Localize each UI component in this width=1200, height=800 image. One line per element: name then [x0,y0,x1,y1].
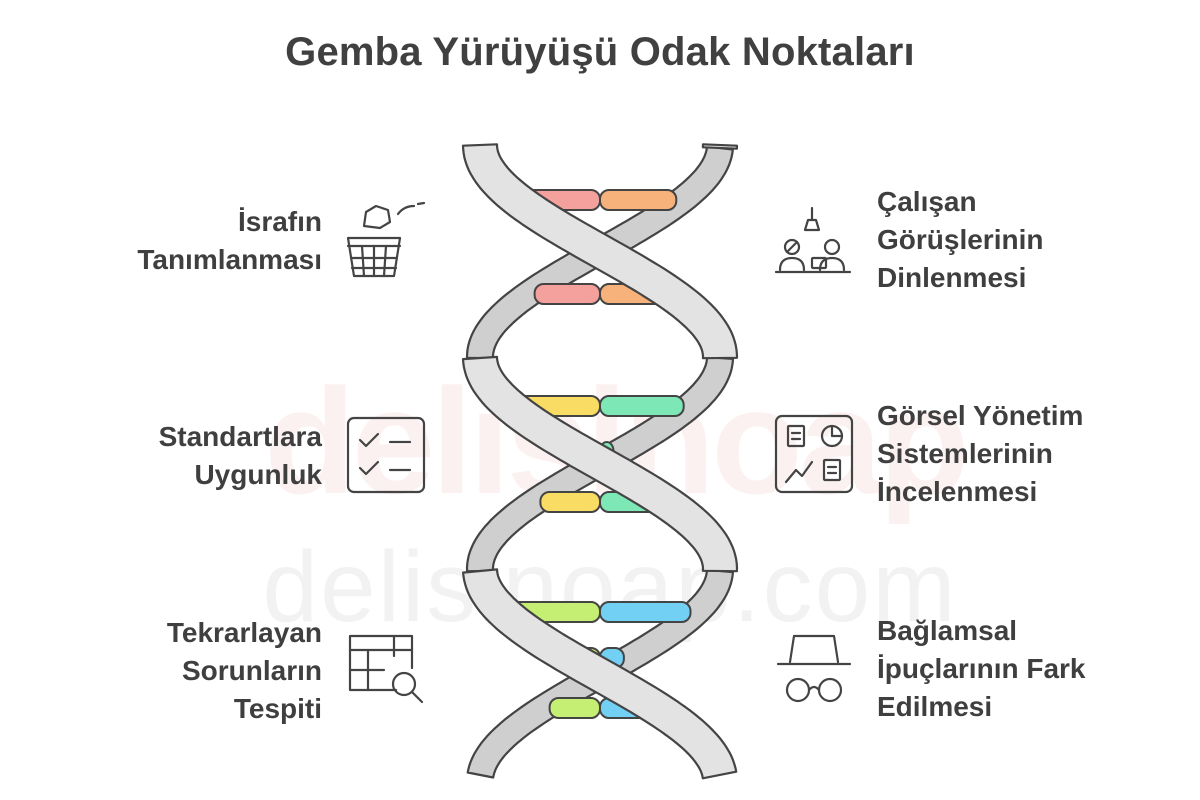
dna-strand-a-segment [461,143,739,360]
table-search-icon [348,634,424,704]
label-standartlar: Standartlara Uygunluk [158,421,322,490]
base-pair-1-2-left [539,491,602,513]
label-calisan: Çalışan Görüşlerinin Dinlenmesi [877,186,1044,293]
base-pair-2-2-left [548,697,601,719]
base-pair-0-0-right [599,189,678,211]
label-baglamsal: Bağlamsal İpuçlarının Fark Edilmesi [877,615,1086,722]
dashboard-icon [774,414,854,494]
label-gorsel: Görsel Yönetim Sistemlerinin İncelenmesi [877,400,1084,507]
base-pair-2-0-right [599,601,692,623]
dna-strand-a-segment [462,568,738,780]
label-tekrarlayan: Tekrarlayan Sorunların Tespiti [166,617,322,724]
dna-strand-b-segment [701,143,739,150]
checklist-icon [346,416,426,494]
page-title: Gemba Yürüyüşü Odak Noktaları [285,30,915,74]
trash-basket-icon [346,201,426,278]
detective-icon [776,634,852,703]
base-pair-0-2-left [533,283,601,305]
meeting-people-icon [774,206,852,274]
label-israf: İsrafın Tanımlanması [137,206,322,275]
watermark-url: delisinoap.com [262,531,958,643]
base-pair-1-0-right [599,395,685,417]
dna-strand-b-segment [461,355,739,573]
